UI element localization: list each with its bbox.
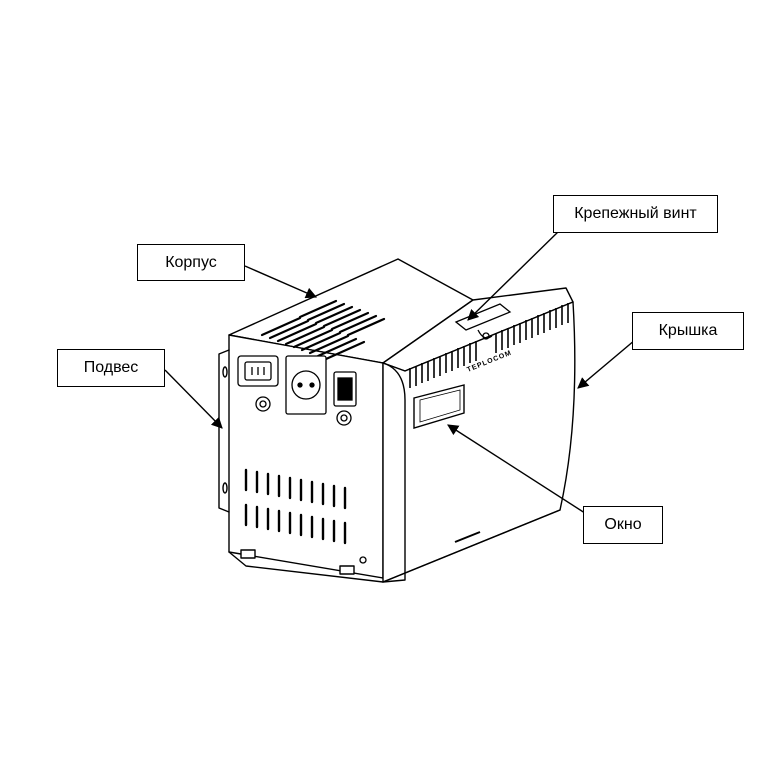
arrow-kryshka bbox=[577, 339, 636, 389]
label-podves: Подвес bbox=[57, 349, 165, 387]
arrow-podves bbox=[164, 369, 223, 429]
bottom-logo bbox=[454, 531, 481, 543]
window bbox=[413, 384, 465, 429]
label-okno-text: Окно bbox=[604, 516, 642, 533]
foot-left bbox=[240, 549, 256, 559]
label-kryshka-text: Крышка bbox=[658, 322, 718, 339]
label-fixing-screw: Крепежный винт bbox=[553, 195, 718, 233]
label-okno: Окно bbox=[583, 506, 663, 544]
top-vents bbox=[260, 299, 386, 361]
label-kryshka: Крышка bbox=[632, 312, 744, 350]
foot-right bbox=[339, 565, 355, 575]
label-korpus: Корпус bbox=[137, 244, 245, 281]
arrow-okno bbox=[447, 424, 589, 516]
fixing-screw bbox=[454, 303, 512, 340]
front-grille bbox=[244, 468, 347, 545]
arrow-korpus bbox=[244, 265, 318, 299]
label-podves-text: Подвес bbox=[83, 359, 139, 376]
label-korpus-text: Корпус bbox=[165, 253, 217, 271]
arrow-vint bbox=[467, 229, 561, 321]
cover-side bbox=[382, 301, 576, 583]
mount-bracket bbox=[218, 349, 230, 513]
cover-vents bbox=[409, 303, 569, 388]
label-fixing-screw-text: Крепежный винт bbox=[574, 205, 697, 222]
front-screw bbox=[359, 556, 367, 564]
